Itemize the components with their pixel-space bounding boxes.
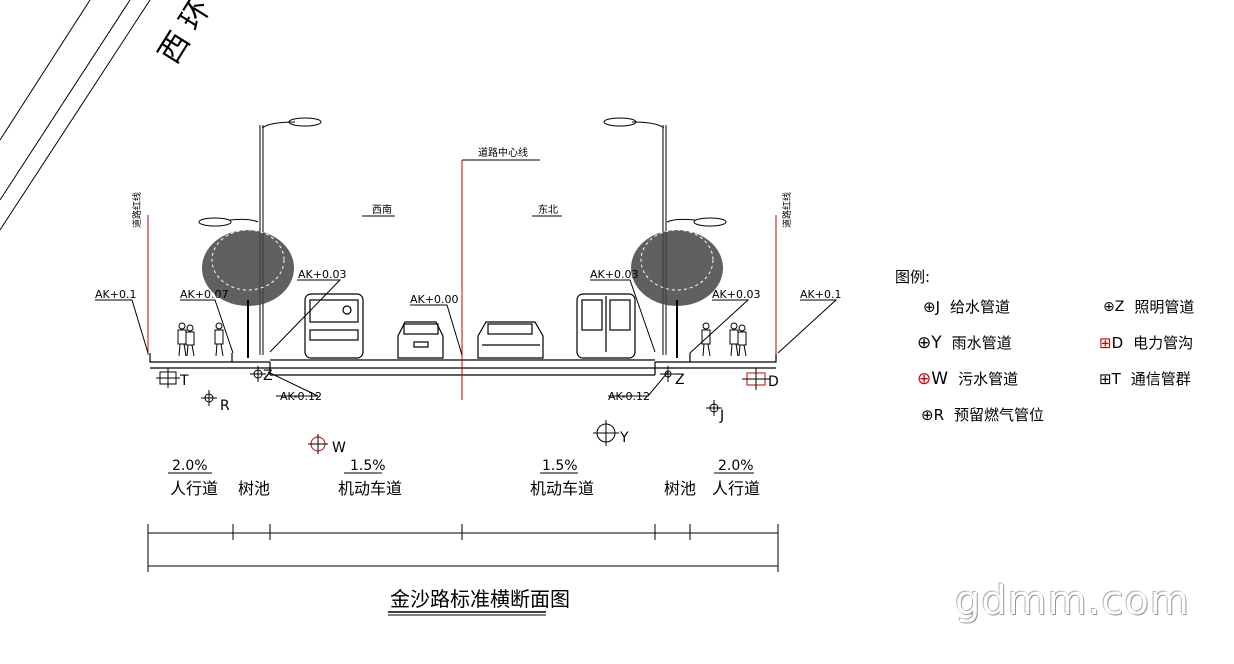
slope-left-lane: 1.5% — [350, 458, 386, 474]
pedestrians-left — [177, 322, 224, 357]
pipe-label-Y: Y — [619, 430, 629, 446]
elev-left-edge: AK+0.1 — [95, 288, 136, 301]
watermark: gdmm.com — [955, 578, 1190, 624]
legend-title: 图例: — [895, 268, 931, 286]
legend-item-D: ⊞D 电力管沟 — [1099, 333, 1194, 353]
elev-left-curb: AK+0.07 — [180, 288, 228, 301]
slope-right-sidewalk: 2.0% — [718, 458, 754, 474]
legend-item-J: ⊕J 给水管道 — [923, 297, 1011, 317]
car-right — [477, 321, 544, 359]
pipe-label-R: R — [220, 398, 230, 414]
pipe-label-Z-left: Z — [263, 368, 273, 384]
pipe-label-W: W — [332, 440, 346, 456]
sewage-pipe-icon: ⊕W — [917, 368, 949, 389]
zone-tree-pit-right: 树池 — [664, 479, 696, 498]
power-duct-icon: ⊞D — [1099, 333, 1124, 352]
elev-right-bottom: AK-0.12 — [608, 390, 650, 403]
legend-item-Z: ⊕Z 照明管道 — [1103, 298, 1195, 316]
zone-sidewalk-left: 人行道 — [170, 479, 218, 498]
car-left — [397, 321, 444, 359]
gas-pipe-icon: ⊕R — [921, 405, 945, 424]
zone-motorway-left: 机动车道 — [338, 479, 402, 498]
lighting-pipe-icon: ⊕Z — [1103, 298, 1125, 315]
bus-left — [304, 293, 364, 359]
direction-northeast: 东北 — [538, 203, 558, 216]
west-road-edge — [0, 0, 151, 231]
storm-pipe-icon: ⊕Y — [917, 332, 942, 353]
legend-item-Y: ⊕Y 雨水管道 — [917, 332, 1012, 353]
pipe-symbols — [156, 366, 770, 454]
bus-right — [576, 293, 636, 359]
water-supply-pipe-icon: ⊕J — [923, 297, 941, 316]
zone-motorway-right: 机动车道 — [530, 479, 594, 498]
red-lines — [147, 160, 777, 400]
tree-right — [631, 229, 723, 358]
elev-right-curb: AK+0.03 — [712, 288, 760, 301]
legend-item-W: ⊕W 污水管道 — [917, 368, 1019, 389]
dimension-lines — [147, 524, 779, 572]
slope-left-sidewalk: 2.0% — [172, 458, 208, 474]
elev-left-lane: AK+0.03 — [298, 268, 346, 281]
elev-center: AK+0.00 — [410, 293, 458, 306]
elev-right-edge: AK+0.1 — [800, 288, 841, 301]
legend-item-R: ⊕R 预留燃气管位 — [921, 405, 1045, 425]
tree-left — [202, 229, 294, 358]
pipe-label-T: T — [179, 373, 189, 389]
pedestrians-right — [701, 322, 747, 357]
pipe-label-D: D — [768, 374, 779, 390]
west-road-label: 西 环 — [152, 0, 219, 70]
pipe-label-J: J — [719, 408, 724, 424]
elev-left-bottom: AK-0.12 — [280, 390, 322, 403]
centerline-label: 道路中心线 — [478, 146, 528, 159]
elevation-leaders — [95, 279, 838, 397]
drawing-title: 金沙路标准横断面图 — [390, 587, 570, 611]
elev-right-lane: AK+0.03 — [590, 268, 638, 281]
slope-right-lane: 1.5% — [542, 458, 578, 474]
redline-label-left: 道路红线 — [131, 192, 143, 228]
zone-sidewalk-right: 人行道 — [712, 479, 760, 498]
legend-item-T: ⊞T 通信管群 — [1099, 369, 1191, 389]
zone-tree-pit-left: 树池 — [238, 479, 270, 498]
direction-southwest: 西南 — [372, 203, 392, 216]
pipe-label-Z-right: Z — [675, 372, 685, 388]
redline-label-right: 道路红线 — [781, 192, 793, 228]
telecom-duct-icon: ⊞T — [1099, 369, 1121, 388]
legend: 图例: ⊕J 给水管道 ⊕Y 雨水管道 ⊕W 污水管道 ⊕R 预留燃气管位 ⊕Z… — [895, 266, 1225, 436]
